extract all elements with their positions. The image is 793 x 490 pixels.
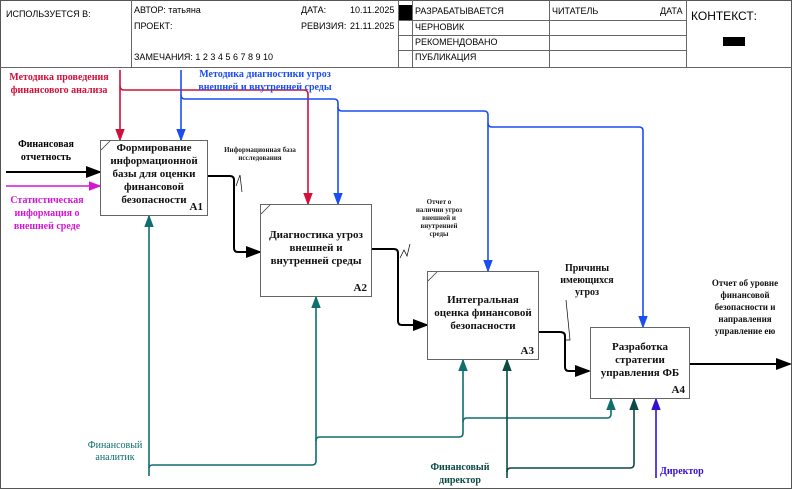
- arrow-a3-output: [539, 331, 591, 377]
- label-a3-output: Причины имеющихся угроз: [560, 263, 614, 298]
- label-fin-reports: Финансовая отчетность: [18, 139, 74, 163]
- corner-mark: [261, 205, 271, 215]
- squiggle-a1: [235, 174, 243, 193]
- arrow-mech-analyst-a4: [462, 397, 616, 423]
- header-divider: [549, 0, 550, 67]
- label-a2-output: Отчет о наличии угроз внешней и внутренн…: [415, 198, 463, 238]
- used-in-label: ИСПОЛЬЗУЕТСЯ В:: [6, 9, 91, 19]
- activity-box-a3[interactable]: Интегральная оценка финансовой безопасно…: [427, 271, 539, 360]
- activity-number: A3: [520, 345, 534, 357]
- project-label: ПРОЕКТ:: [134, 21, 173, 31]
- label-a1-output: Информационная база исследования: [224, 146, 296, 162]
- label-method-diag: Методика диагностики угроз внешней и вну…: [198, 69, 332, 93]
- header-divider: [686, 0, 687, 67]
- label-stat-info: Статистическая информация о внешней сред…: [10, 195, 84, 232]
- header-divider: [398, 50, 686, 51]
- activity-title: Разработка стратегии управления ФБ: [600, 341, 680, 379]
- arrow-control-method-diag-a4: [487, 122, 648, 329]
- label-fin-director: Финансовый директор: [430, 462, 490, 486]
- reader-date-label: ДАТА: [660, 6, 683, 16]
- squiggle-a3: [565, 299, 571, 341]
- status-publication: ПУБЛИКАЦИЯ: [415, 52, 477, 62]
- squiggle-a2: [399, 243, 411, 259]
- header-divider: [398, 20, 686, 21]
- arrow-control-method-diag-a2: [180, 94, 343, 206]
- activity-title: Формирование информационной базы для оце…: [110, 142, 198, 206]
- activity-number: A4: [671, 384, 685, 396]
- header-divider: [131, 0, 132, 67]
- arrow-control-method-fin-branch: [119, 85, 313, 206]
- label-a4-output: Отчет об уровне финансовой безопасности …: [711, 278, 779, 336]
- activity-box-a2[interactable]: Диагностика угроз внешней и внутренней с…: [260, 204, 372, 297]
- corner-mark: [101, 141, 111, 151]
- label-analyst: Финансовый аналитик: [87, 440, 143, 463]
- header-divider: [0, 67, 792, 68]
- status-indicator: [399, 5, 412, 20]
- revision-label: РЕВИЗИЯ:: [301, 21, 347, 31]
- activity-title: Диагностика угроз внешней и внутренней с…: [269, 229, 363, 267]
- activity-number: A1: [189, 201, 203, 213]
- activity-title: Интегральная оценка финансовой безопасно…: [434, 294, 532, 332]
- arrow-control-method-diag-a3: [337, 106, 493, 273]
- arrow-mech-analyst-a2: [148, 295, 321, 469]
- status-draft: ЧЕРНОВИК: [415, 22, 465, 32]
- label-director: Директор: [660, 466, 704, 477]
- notes-label: ЗАМЕЧАНИЯ: 1 2 3 4 5 6 7 8 9 10: [134, 52, 273, 62]
- context-marker: [723, 37, 745, 46]
- revision-value: 21.11.2025: [350, 21, 395, 31]
- status-working: РАЗРАБАТЫВАЕТСЯ: [415, 6, 504, 16]
- arrow-a1-output: [208, 175, 262, 258]
- header-divider: [398, 0, 399, 67]
- date-label: ДАТА:: [301, 5, 327, 15]
- activity-box-a4[interactable]: Разработка стратегии управления ФБ A4: [590, 327, 690, 399]
- arrow-mech-fin-director-a4: [506, 397, 639, 473]
- header-divider: [412, 0, 413, 67]
- activity-box-a1[interactable]: Формирование информационной базы для оце…: [100, 140, 208, 216]
- activity-number: A2: [353, 282, 367, 294]
- date-value: 10.11.2025: [350, 5, 395, 15]
- status-recommended: РЕКОМЕНДОВАНО: [415, 37, 498, 47]
- header-divider: [398, 35, 686, 36]
- context-label: КОНТЕКСТ:: [691, 9, 757, 23]
- label-method-fin: Методика проведения финансового анализа: [9, 72, 109, 96]
- reader-label: ЧИТАТЕЛЬ: [552, 6, 599, 16]
- author-label: АВТОР: татьяна: [134, 5, 201, 15]
- corner-mark: [428, 272, 438, 282]
- arrow-a2-output: [372, 248, 429, 331]
- arrow-mech-analyst-a3: [315, 358, 468, 442]
